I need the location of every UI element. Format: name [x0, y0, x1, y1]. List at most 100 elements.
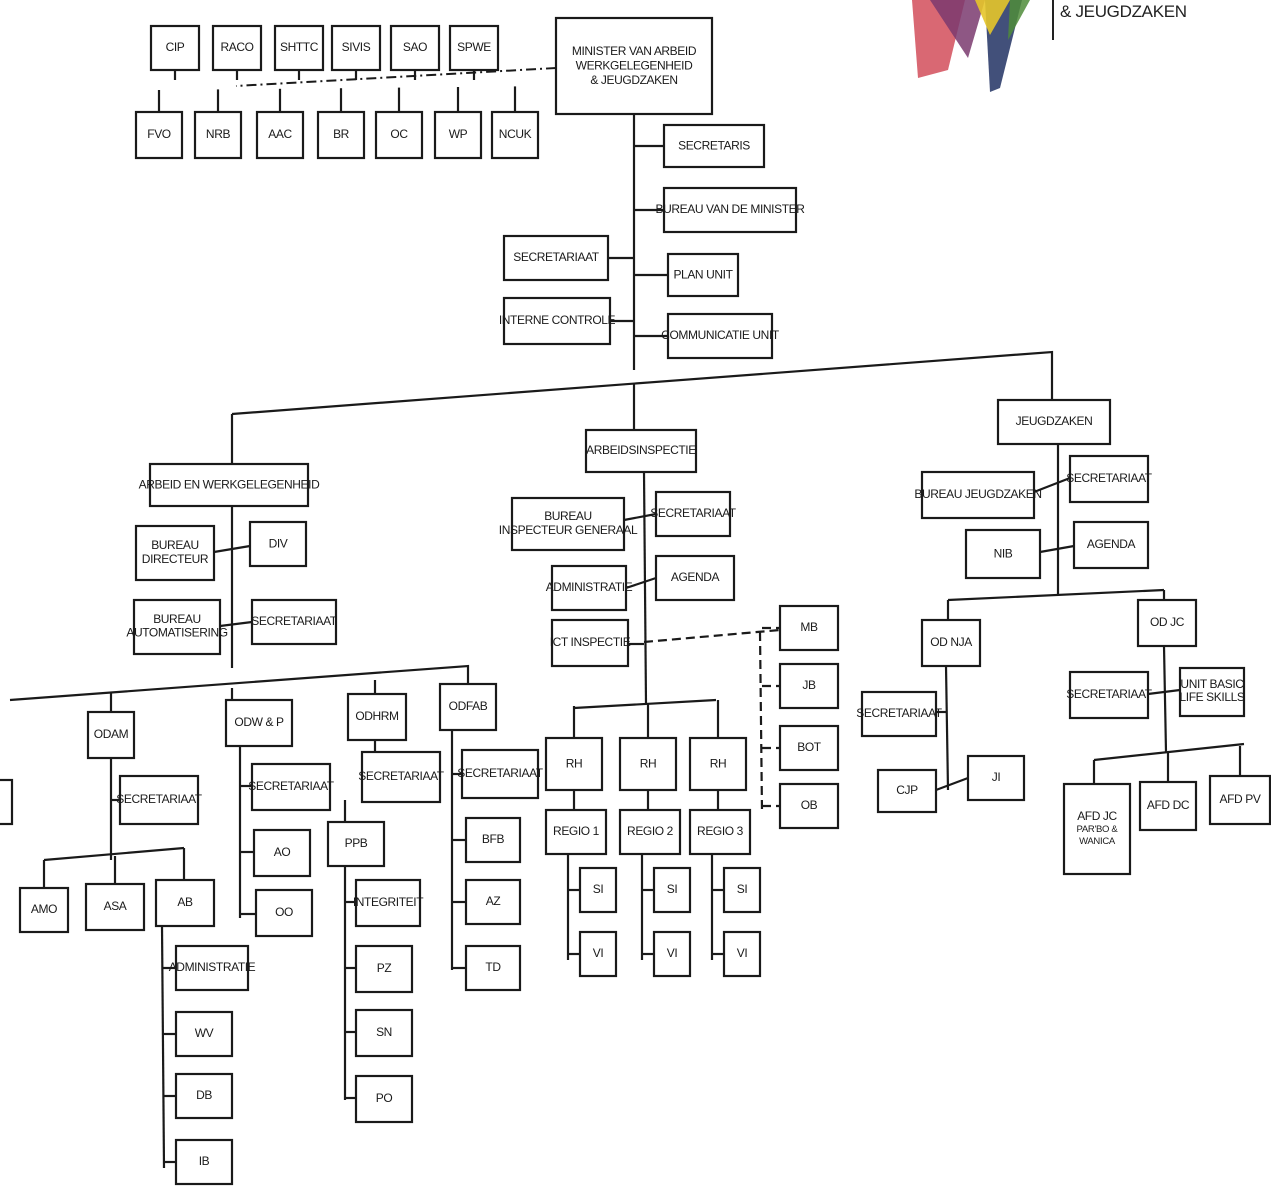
org-unit-bfb: BFB: [464, 816, 522, 864]
connector: [1147, 688, 1181, 696]
org-unit-label: REGIO 1: [553, 824, 600, 838]
org-unit-td: TD: [464, 944, 522, 992]
org-unit-administratie: ADMINISTRATIE: [546, 564, 633, 612]
org-unit-bureau-van-de-minister: BUREAU VAN DE MINISTER: [656, 186, 806, 234]
org-unit-secretariaat: SECRETARIAAT: [250, 598, 338, 646]
org-unit-label: SECRETARIAAT: [116, 792, 203, 806]
org-unit-jeugdzaken: JEUGDZAKEN: [996, 398, 1112, 446]
org-unit-: [0, 778, 14, 826]
org-unit-mb: MB: [778, 604, 840, 652]
org-unit-odam: ODAM: [86, 710, 136, 760]
org-unit-vi: VI: [578, 930, 618, 978]
org-unit-label: RH: [710, 756, 727, 770]
org-unit-label: SI: [593, 882, 604, 896]
org-unit-integriteit: INTEGRITEIT: [353, 878, 425, 928]
org-unit-label: SECRETARIAAT: [457, 766, 544, 780]
org-unit-label: SAO: [403, 40, 427, 54]
org-unit-label: CJP: [896, 783, 918, 797]
org-unit-oo: OO: [254, 888, 314, 938]
org-unit-label: SECRETARIAAT: [856, 706, 943, 720]
org-unit-communicatie-unit: COMMUNICATIE UNIT: [661, 312, 780, 360]
org-unit-label: AAC: [268, 127, 292, 141]
org-unit-label: PZ: [377, 961, 392, 975]
org-unit-asa: ASA: [84, 882, 146, 932]
org-unit-secretariaat: SECRETARIAAT: [856, 690, 943, 738]
org-unit-regio-1: REGIO 1: [544, 808, 608, 856]
org-unit-label: VI: [667, 946, 678, 960]
org-unit-label: CIP: [166, 40, 185, 54]
org-unit-rh: RH: [544, 736, 604, 792]
connector: [235, 67, 557, 87]
org-unit-label: BOT: [797, 740, 822, 754]
org-unit-si: SI: [652, 866, 692, 914]
org-unit-label: ASA: [104, 899, 127, 913]
org-unit-label: MINISTER VAN ARBEID: [572, 44, 697, 58]
org-unit-label: ODW & P: [234, 715, 284, 729]
org-unit-regio-2: REGIO 2: [618, 808, 682, 856]
org-unit-secretariaat: SECRETARIAAT: [358, 750, 445, 804]
org-unit-agenda: AGENDA: [1072, 520, 1150, 570]
org-unit-agenda: AGENDA: [654, 554, 736, 602]
org-unit-vi: VI: [652, 930, 692, 978]
org-unit-cip: CIP: [149, 24, 201, 72]
org-unit-vi: VI: [722, 930, 762, 978]
org-unit-label: BR: [333, 127, 350, 141]
org-unit-label: JB: [802, 678, 816, 692]
org-unit-ab: AB: [154, 878, 216, 928]
connector: [1033, 476, 1071, 494]
org-unit-label: OC: [390, 127, 408, 141]
org-unit-oc: OC: [374, 110, 424, 160]
org-unit-arbeidsinspectie: ARBEIDSINSPECTIE: [584, 428, 698, 474]
org-unit-si: SI: [722, 866, 762, 914]
org-unit-afd-dc: AFD DC: [1138, 780, 1198, 832]
org-unit-label: DB: [196, 1088, 212, 1102]
org-unit-label: REGIO 3: [697, 824, 744, 838]
org-unit-secretariaat: SECRETARIAAT: [1066, 670, 1153, 720]
org-unit-label: ADMINISTRATIE: [546, 580, 633, 594]
org-unit-az: AZ: [464, 878, 522, 926]
org-unit-label: PO: [376, 1091, 393, 1105]
org-unit-label: OO: [275, 905, 293, 919]
org-unit-secretaris: SECRETARIS: [662, 123, 766, 169]
org-unit-odfab: ODFAB: [438, 682, 498, 732]
org-unit-label: AFD JC: [1077, 809, 1117, 823]
org-unit-label: WV: [195, 1026, 214, 1040]
connector: [231, 350, 1054, 416]
org-unit-br: BR: [316, 110, 366, 160]
org-unit-label: AFD PV: [1220, 792, 1261, 806]
org-unit-ppb: PPB: [326, 820, 386, 868]
org-unit-plan-unit: PLAN UNIT: [666, 252, 740, 298]
org-unit-jb: JB: [778, 662, 840, 710]
org-unit-sao: SAO: [389, 24, 441, 72]
org-unit-label: SN: [376, 1025, 392, 1039]
org-unit-afd-pv: AFD PV: [1208, 774, 1271, 826]
org-unit-wv: WV: [174, 1010, 234, 1058]
org-unit-label: PPB: [345, 836, 368, 850]
org-unit-sn: SN: [354, 1008, 414, 1058]
org-unit-sivis: SIVIS: [330, 24, 382, 72]
org-unit-secretariaat: SECRETARIAAT: [502, 234, 610, 282]
org-unit-label: AZ: [486, 894, 501, 908]
org-unit-secretariaat: SECRETARIAAT: [116, 774, 203, 826]
connector: [160, 925, 166, 1169]
org-unit-secretariaat: SECRETARIAAT: [1066, 454, 1153, 504]
org-unit-label: SECRETARIAAT: [251, 614, 338, 628]
org-unit-label: UNIT BASIC: [1180, 677, 1244, 691]
connector: [43, 846, 185, 862]
org-unit-interne-controle: INTERNE CONTROLE: [499, 296, 616, 346]
connector: [9, 664, 470, 702]
connector: [935, 776, 969, 792]
org-unit-pz: PZ: [354, 944, 414, 994]
org-unit-amo: AMO: [18, 886, 70, 934]
org-unit-odhrm: ODHRM: [346, 692, 408, 742]
org-unit-label: SECRETARIAAT: [650, 506, 737, 520]
org-unit-label: SECRETARIAAT: [248, 779, 335, 793]
org-unit-label: DIV: [269, 536, 288, 550]
org-unit-label: NIB: [994, 546, 1013, 560]
